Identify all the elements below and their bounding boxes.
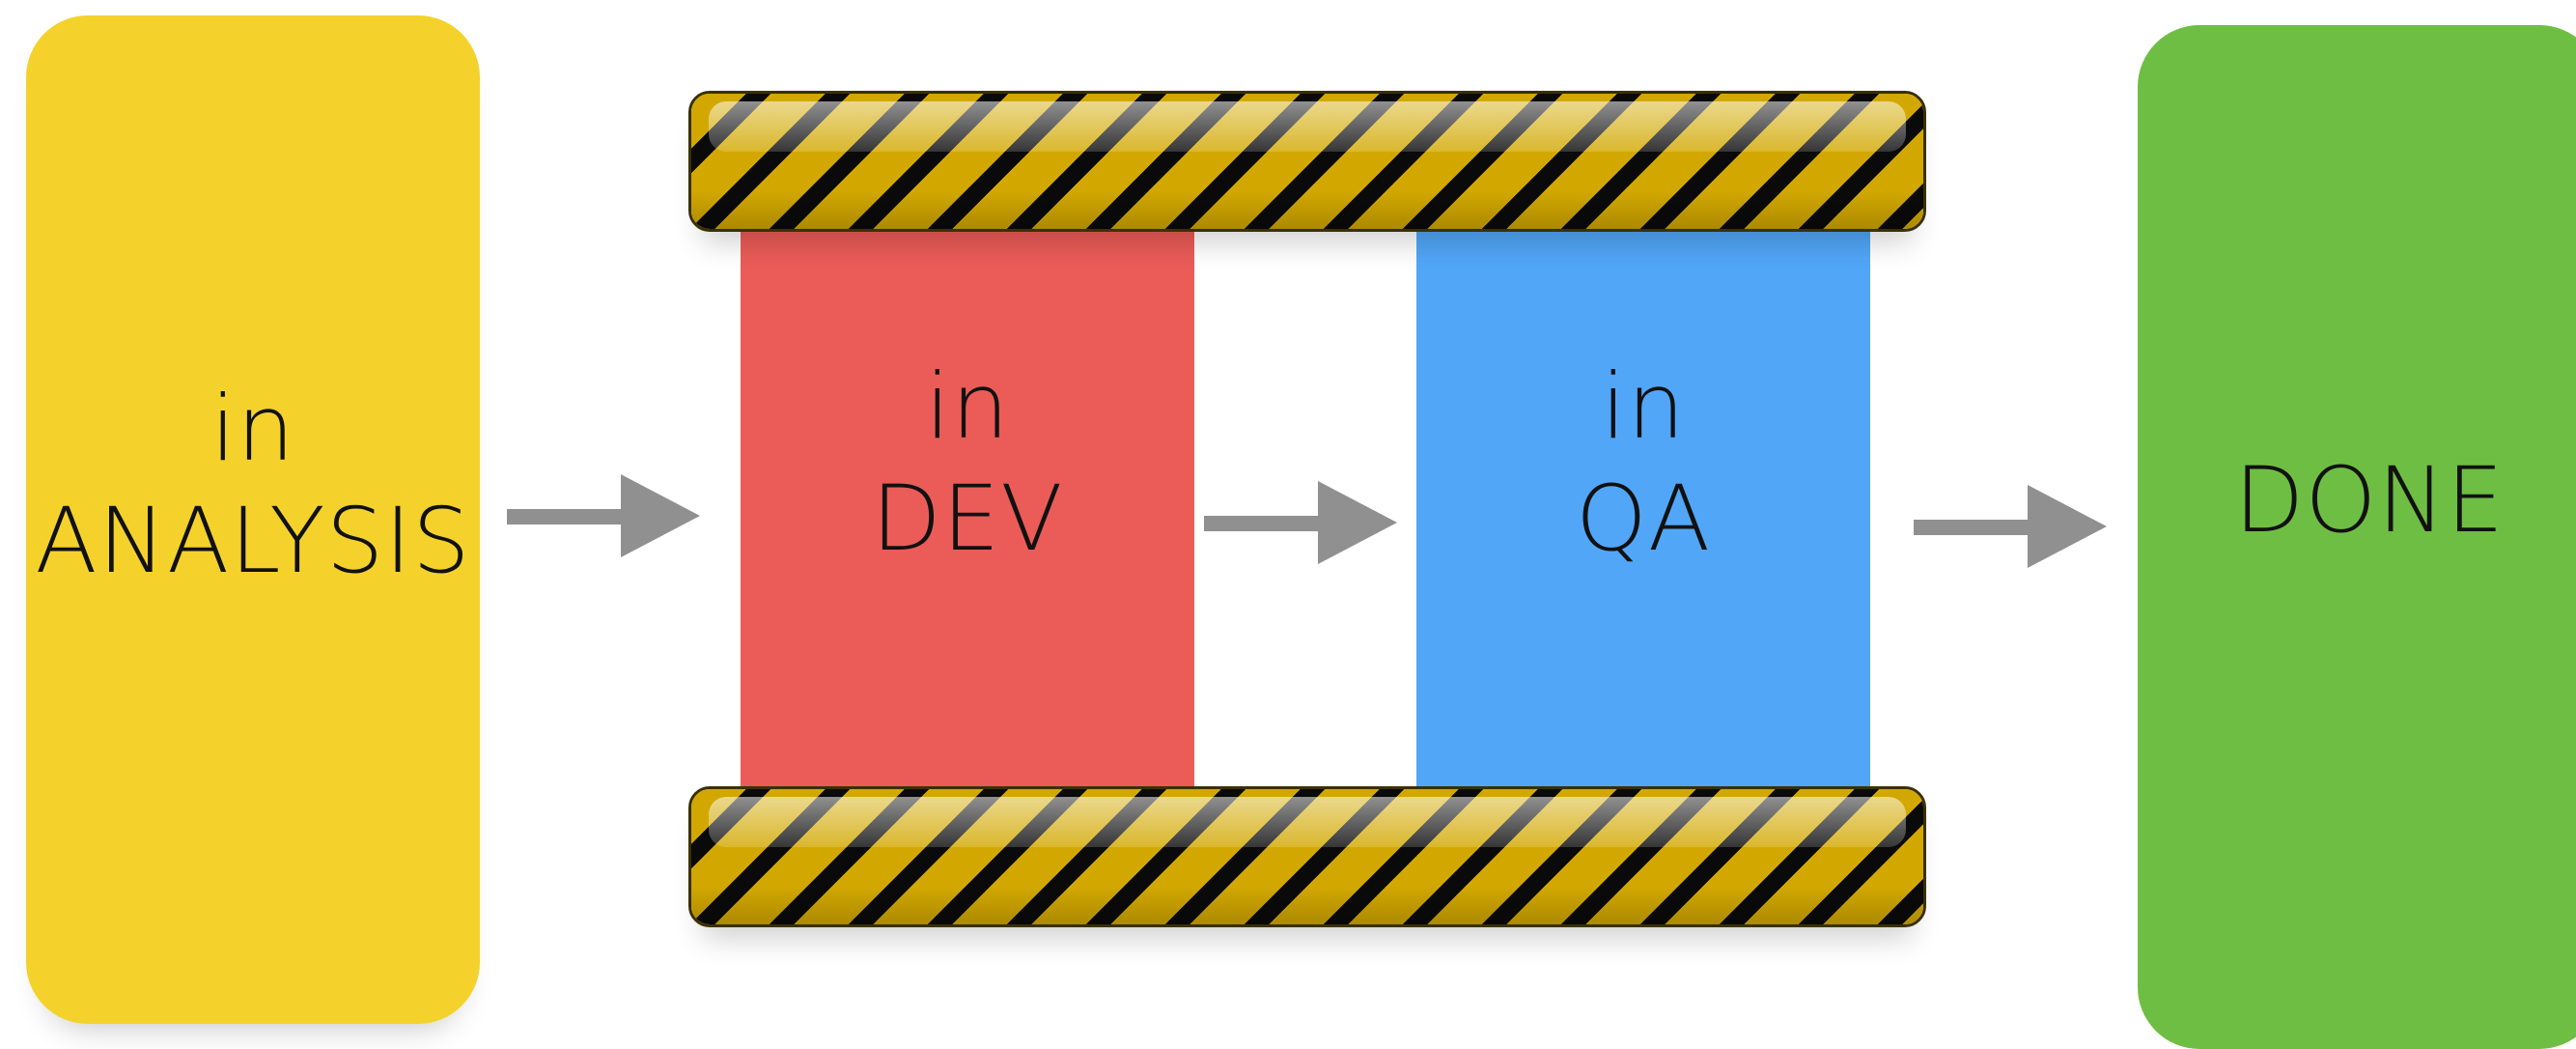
stage-label: in DEV: [871, 352, 1063, 576]
stage-in-qa: in QA: [1416, 222, 1870, 792]
right-arrow-icon: [1204, 481, 1397, 564]
stage-label-line1: in: [210, 377, 295, 482]
bar-shade: [691, 886, 1923, 924]
stage-label-line2: ANALYSIS: [35, 489, 471, 594]
stage-label: DONE: [2234, 445, 2505, 557]
stage-in-analysis: in ANALYSIS: [26, 15, 480, 1024]
stage-label-line2: DONE: [2233, 448, 2506, 553]
stage-done: DONE: [2138, 25, 2576, 1049]
right-arrow-icon: [1914, 485, 2107, 568]
stage-label-line2: QA: [1575, 467, 1712, 572]
bar-gloss: [709, 797, 1906, 847]
hazard-stripe-bar-bottom: [688, 786, 1926, 927]
bar-gloss: [709, 101, 1906, 152]
bar-shade: [691, 190, 1923, 229]
stage-label: in QA: [1576, 352, 1711, 576]
stage-label-line1: in: [925, 354, 1010, 460]
stage-label: in ANALYSIS: [35, 374, 470, 598]
hazard-stripe-bar-top: [688, 91, 1926, 232]
stage-label-line1: in: [1601, 354, 1686, 460]
right-arrow-icon: [507, 474, 700, 557]
stage-label-line2: DEV: [871, 467, 1064, 572]
stage-in-dev: in DEV: [741, 222, 1194, 792]
